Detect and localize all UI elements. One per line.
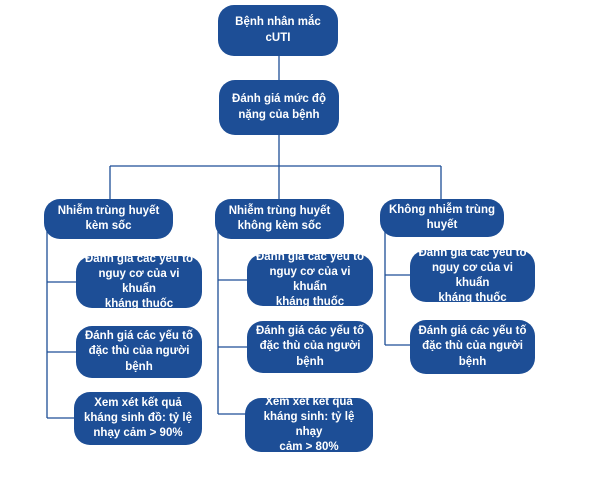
branch-2-step-resistance-risk: Đánh giá các yếu tố nguy cơ của vi khuẩn… <box>247 251 373 308</box>
severity-assessment-node: Đánh giá mức độ nặng của bệnh <box>219 80 339 135</box>
branch-1-step-patient-factors: Đánh giá các yếu tố đặc thù của người bệ… <box>76 326 202 378</box>
branch-3-step-resistance-risk: Đánh giá các yếu tố nguy cơ của vi khuẩn… <box>410 247 535 304</box>
root-node: Bệnh nhân mắc cUTI <box>218 5 338 56</box>
branch-header-no-sepsis: Không nhiễm trùng huyết <box>380 199 504 237</box>
branch-2-step-antibiogram: Xem xét kết quả kháng sinh: tỷ lệ nhạy c… <box>245 396 373 453</box>
branch-header-sepsis-no-shock: Nhiễm trùng huyết không kèm sốc <box>215 199 344 239</box>
branch-3-step-patient-factors: Đánh giá các yếu tố đặc thù của người bệ… <box>410 320 535 374</box>
branch-1-step-antibiogram: Xem xét kết quả kháng sinh đồ: tỷ lệ nhạ… <box>74 392 202 445</box>
branch-header-septic-shock: Nhiễm trùng huyết kèm sốc <box>44 199 173 239</box>
branch-2-step-patient-factors: Đánh giá các yếu tố đặc thù của người bệ… <box>247 321 373 373</box>
branch-1-step-resistance-risk: Đánh giá các yếu tố nguy cơ của vi khuẩn… <box>76 253 202 310</box>
